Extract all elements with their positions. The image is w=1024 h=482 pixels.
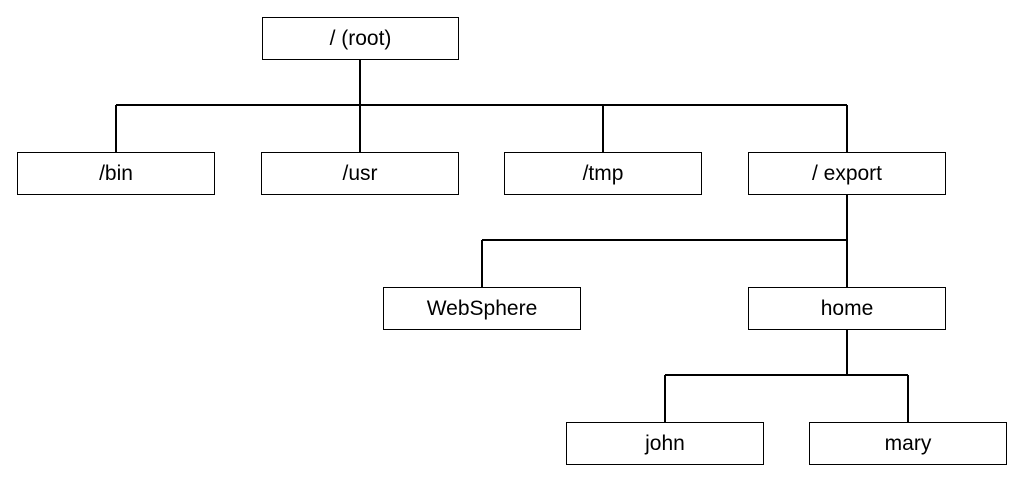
node-bin: /bin bbox=[17, 152, 215, 195]
node-tmp: /tmp bbox=[504, 152, 702, 195]
node-root-label: / (root) bbox=[329, 26, 392, 50]
node-home: home bbox=[748, 287, 946, 330]
node-root: / (root) bbox=[262, 17, 459, 60]
node-export-label: / export bbox=[811, 161, 883, 185]
node-bin-label: /bin bbox=[99, 161, 133, 185]
node-export: / export bbox=[748, 152, 946, 195]
node-websphere: WebSphere bbox=[383, 287, 581, 330]
node-websphere-label: WebSphere bbox=[426, 296, 538, 320]
node-usr-label: /usr bbox=[342, 161, 378, 185]
node-home-label: home bbox=[820, 296, 874, 320]
node-john-label: john bbox=[645, 431, 685, 455]
node-mary-label: mary bbox=[884, 431, 932, 455]
node-john: john bbox=[566, 422, 764, 465]
node-tmp-label: /tmp bbox=[582, 161, 624, 185]
node-usr: /usr bbox=[261, 152, 459, 195]
node-mary: mary bbox=[809, 422, 1007, 465]
